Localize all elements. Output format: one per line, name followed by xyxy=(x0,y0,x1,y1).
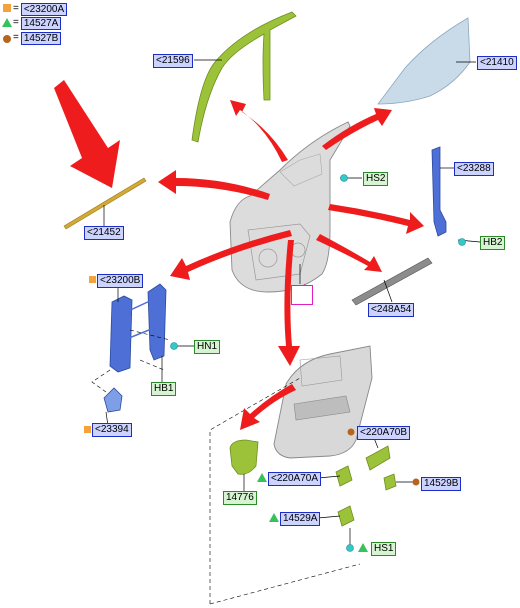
callout-23200b[interactable]: <23200B xyxy=(97,274,144,288)
callout-hs2[interactable]: HS2 xyxy=(363,172,389,186)
glass-run-channel[interactable] xyxy=(191,11,297,143)
window-regulator[interactable] xyxy=(109,283,167,373)
callout-220a70a[interactable]: <220A70A xyxy=(268,472,321,486)
legend-code-14527a[interactable]: 14527A xyxy=(20,16,62,30)
switch-bezel-lower[interactable] xyxy=(337,505,355,527)
callout-220a70b[interactable]: <220A70B xyxy=(357,426,410,440)
legend-row-square: = <23200A xyxy=(13,2,68,16)
legend-square-icon xyxy=(3,4,11,12)
rear-window-channel[interactable] xyxy=(431,146,447,237)
callout-21596[interactable]: <21596 xyxy=(153,54,193,68)
switch-bezel[interactable] xyxy=(383,473,397,491)
symbol-circle-icon xyxy=(412,478,420,486)
symbol-triangle-icon xyxy=(358,543,368,552)
clip-markers xyxy=(170,174,466,552)
symbol-triangle-icon xyxy=(257,473,267,482)
door-inner-panel[interactable] xyxy=(229,121,351,293)
callout-14776[interactable]: 14776 xyxy=(223,491,257,505)
belt-weatherstrip[interactable] xyxy=(63,177,147,230)
callout-21410[interactable]: <21410 xyxy=(477,56,517,70)
door-trim-panel[interactable] xyxy=(273,345,373,459)
callout-hb1[interactable]: HB1 xyxy=(151,382,177,396)
legend-eq: = xyxy=(13,3,19,14)
legend-code-14527b[interactable]: 14527B xyxy=(20,31,62,45)
legend-row-circle: = 14527B xyxy=(13,31,62,45)
legend-triangle-icon xyxy=(2,18,12,27)
window-motor[interactable] xyxy=(103,387,123,413)
legend-eq: = xyxy=(13,17,19,28)
callout-23394[interactable]: <23394 xyxy=(92,423,132,437)
symbol-circle-icon xyxy=(347,428,355,436)
window-glass[interactable] xyxy=(377,17,471,105)
leader-lines xyxy=(105,59,481,546)
legend-row-triangle: = 14527A xyxy=(13,16,62,30)
callout-248a54[interactable]: <248A54 xyxy=(368,303,415,317)
lower-weatherstrip[interactable] xyxy=(351,257,433,306)
door-handle[interactable] xyxy=(229,439,259,475)
callout-hb2[interactable]: HB2 xyxy=(480,236,506,250)
red-arrows xyxy=(54,80,424,430)
legend-code-23200a[interactable]: <23200A xyxy=(20,2,68,16)
dashed-guide-lines xyxy=(91,329,361,605)
callout-14529a[interactable]: 14529A xyxy=(280,512,321,526)
callout-hs1[interactable]: HS1 xyxy=(371,542,397,556)
legend-eq: = xyxy=(13,32,19,43)
callout-21452[interactable]: <21452 xyxy=(84,226,124,240)
tool-icon[interactable] xyxy=(291,285,313,305)
symbol-triangle-icon xyxy=(269,513,279,522)
window-switch-pack[interactable] xyxy=(365,445,391,471)
window-switch-small[interactable] xyxy=(335,465,353,487)
callout-hn1[interactable]: HN1 xyxy=(194,340,221,354)
callout-23288[interactable]: <23288 xyxy=(454,162,494,176)
symbol-square-icon xyxy=(84,426,91,433)
callout-14529b[interactable]: 14529B xyxy=(421,477,462,491)
legend-circle-icon xyxy=(3,35,11,43)
symbol-square-icon xyxy=(89,276,96,283)
